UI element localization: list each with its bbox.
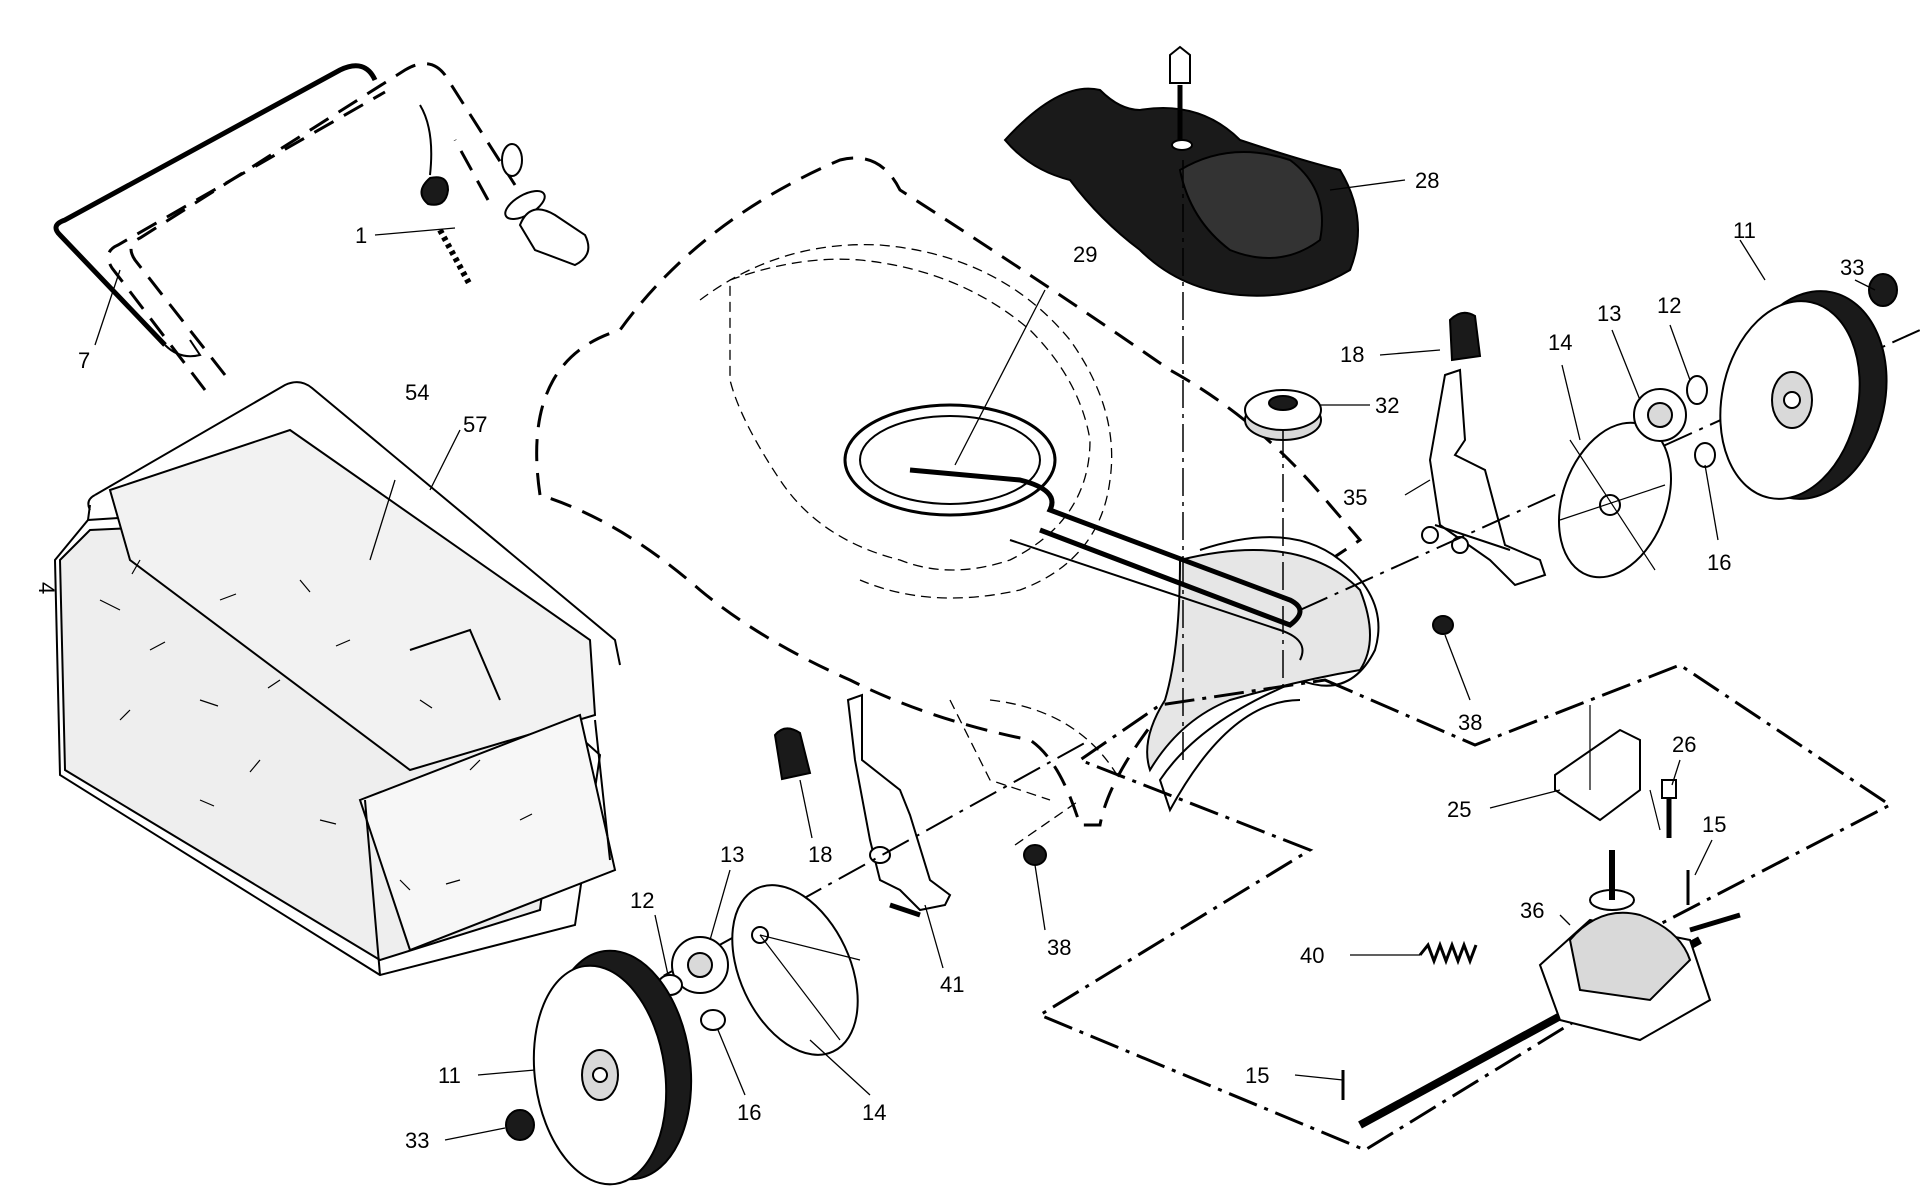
callout-26: 26 <box>1672 732 1696 757</box>
right-washer-12 <box>1686 375 1708 405</box>
callout-57: 57 <box>463 412 487 437</box>
callout-35: 35 <box>1343 485 1367 510</box>
callout-15-upper: 15 <box>1702 812 1726 837</box>
right-wheel <box>1719 290 1888 500</box>
belt-cover <box>1003 45 1359 297</box>
callout-33-right: 33 <box>1840 255 1864 280</box>
callout-1: 1 <box>355 223 367 248</box>
callout-54: 54 <box>405 380 429 405</box>
drive-belt <box>843 403 1304 661</box>
callout-12-left: 12 <box>630 888 654 913</box>
right-washer-16 <box>1694 442 1716 468</box>
callout-13-right: 13 <box>1597 301 1621 326</box>
callout-14-right: 14 <box>1548 330 1572 355</box>
callout-38-left: 38 <box>1047 935 1071 960</box>
gearbox-36 <box>1358 850 1741 1129</box>
transmission-box <box>1036 663 1893 1152</box>
callout-18-right: 18 <box>1340 342 1364 367</box>
left-height-adjuster <box>773 693 952 918</box>
bolt-26 <box>1661 779 1677 838</box>
left-hubcap <box>731 884 861 1056</box>
callout-labels: 1 7 4 54 57 29 28 11 33 18 14 13 12 32 3… <box>34 168 1864 1153</box>
callout-33-left: 33 <box>405 1128 429 1153</box>
right-drive-gear <box>1633 388 1687 442</box>
callout-15-lower: 15 <box>1245 1063 1269 1088</box>
callout-38-right: 38 <box>1458 710 1482 735</box>
right-height-adjuster <box>1421 311 1547 587</box>
callout-14-left: 14 <box>862 1100 886 1125</box>
spring-40 <box>1418 940 1478 966</box>
callout-18-left: 18 <box>808 842 832 867</box>
right-nut-38 <box>1432 615 1454 635</box>
nut-38-lower <box>1014 799 1081 866</box>
callout-36: 36 <box>1520 898 1544 923</box>
callout-41: 41 <box>940 972 964 997</box>
deck-front-housing <box>1146 536 1380 813</box>
callout-11-left: 11 <box>438 1063 461 1088</box>
callout-16-left: 16 <box>737 1100 761 1125</box>
callout-40: 40 <box>1300 943 1324 968</box>
callout-16-right: 16 <box>1707 550 1731 575</box>
callout-29: 29 <box>1073 242 1097 267</box>
right-wheel-nut <box>1868 273 1898 307</box>
callout-7: 7 <box>78 348 90 373</box>
pulley <box>1182 160 1322 760</box>
grass-bag <box>53 381 621 977</box>
bracket-25 <box>1554 705 1661 831</box>
callout-4: 4 <box>34 582 59 594</box>
callout-12-right: 12 <box>1657 293 1681 318</box>
pin-15 <box>1341 870 1690 1100</box>
left-washer-16 <box>700 1009 726 1031</box>
callout-25: 25 <box>1447 797 1471 822</box>
cable-clip-assembly <box>419 104 590 287</box>
left-wheel <box>532 949 693 1186</box>
callout-32: 32 <box>1375 393 1399 418</box>
lower-handle <box>53 63 378 358</box>
left-drive-gear <box>671 936 729 994</box>
callout-11-right: 11 <box>1733 218 1756 243</box>
upper-handle-dashed <box>106 62 546 391</box>
callout-28: 28 <box>1415 168 1439 193</box>
callout-13-left: 13 <box>720 842 744 867</box>
left-wheel-nut <box>505 1109 535 1141</box>
leader-lines <box>94 179 1876 1141</box>
